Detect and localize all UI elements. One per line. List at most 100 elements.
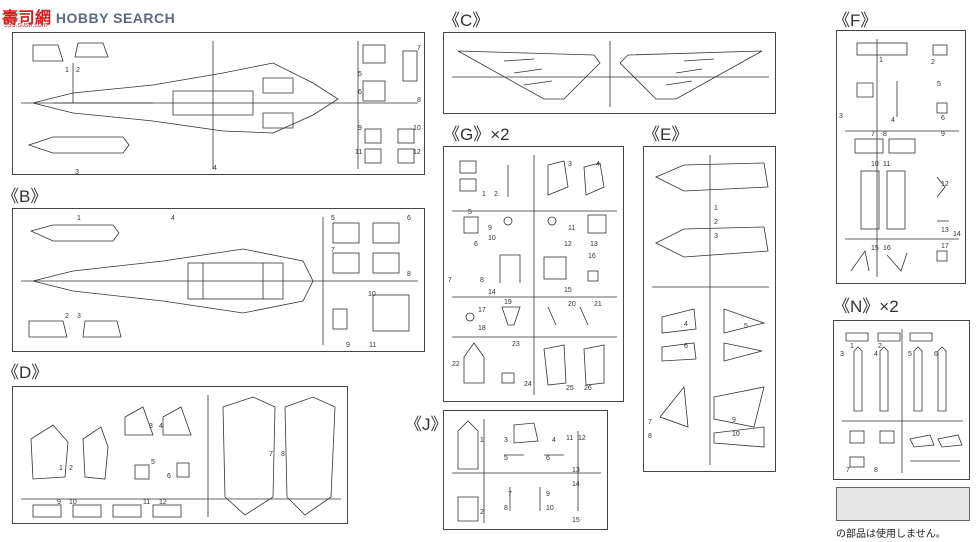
part-number: 2: [931, 59, 935, 66]
runner-n-label: 《N》×2: [833, 297, 899, 316]
part-number: 2: [480, 509, 484, 516]
part-number: 16: [588, 253, 596, 260]
part-number: 11: [566, 435, 574, 442]
part-number: 11: [568, 225, 576, 232]
part-number: 8: [407, 271, 411, 278]
part-number: 4: [171, 215, 175, 222]
part-number: 15: [572, 517, 580, 524]
part-number: 12: [564, 241, 572, 248]
runner-b-label: 《B》: [2, 187, 48, 206]
part-number: 9: [941, 131, 945, 138]
part-number: 9: [546, 491, 550, 498]
part-number: 2: [714, 219, 718, 226]
part-number: 23: [512, 341, 520, 348]
part-number: 3: [840, 351, 844, 358]
part-number: 3: [568, 161, 572, 168]
runner-c-parts: [452, 41, 769, 107]
part-number: 12: [159, 499, 167, 506]
part-number: 4: [874, 351, 878, 358]
runner-g-label: 《G》×2: [443, 125, 510, 144]
part-number: 10: [546, 505, 554, 512]
part-number: 8: [648, 433, 652, 440]
runner-d-frame: 1 2 3 4 5 6 7 8 9 10 11 12: [12, 386, 348, 524]
part-number: 9: [57, 499, 61, 506]
part-number: 5: [504, 455, 508, 462]
part-number: 10: [368, 291, 376, 298]
part-number: 17: [478, 307, 486, 314]
part-number: 7: [417, 45, 421, 52]
part-number: 4: [891, 117, 895, 124]
runner-j-parts: [452, 419, 601, 523]
part-number: 6: [358, 89, 362, 96]
runner-n-frame: 1 2 3 4 5 6 7 8: [833, 320, 970, 480]
part-number: 1: [714, 205, 718, 212]
part-number: 5: [908, 351, 912, 358]
part-number: 3: [714, 233, 718, 240]
part-number: 4: [552, 437, 556, 444]
part-number: 7: [331, 247, 335, 254]
part-number: 10: [732, 431, 740, 438]
part-number: 12: [941, 181, 949, 188]
part-number: 16: [883, 245, 891, 252]
part-number: 14: [572, 481, 580, 488]
part-number: 5: [151, 459, 155, 466]
part-number: 4: [596, 161, 600, 168]
part-number: 10: [69, 499, 77, 506]
part-number: 15: [871, 245, 879, 252]
part-number: 11: [883, 161, 891, 168]
part-number: 7: [846, 467, 850, 474]
runner-d-label: 《D》: [2, 363, 49, 382]
part-number: 14: [488, 289, 496, 296]
part-number: 1: [879, 57, 883, 64]
runner-e-parts: [652, 155, 769, 465]
part-number: 5: [744, 323, 748, 330]
watermark-logo: 壽司網 HOBBY SEARCH: [2, 10, 176, 27]
part-number: 9: [346, 342, 350, 349]
part-number: 8: [883, 131, 887, 138]
part-number: 2: [494, 191, 498, 198]
runner-f-label: 《F》: [833, 11, 878, 30]
runner-e-frame: 1 2 3 4 5 6 7 8 9 10: [643, 146, 776, 472]
part-number: 1: [850, 343, 854, 350]
part-number: 7: [648, 419, 652, 426]
runner-d-parts: [21, 395, 341, 518]
watermark-url: 999.sus0.com: [4, 22, 48, 29]
runner-g-parts: [452, 155, 617, 395]
part-number: 10: [413, 125, 421, 132]
runner-b-frame: 1 2 3 4 5 6 7 8 9 10 11: [12, 208, 425, 352]
part-number: 6: [474, 241, 478, 248]
part-number: 22: [452, 361, 460, 368]
unused-parts-swatch: [836, 487, 970, 521]
part-number: 10: [488, 235, 496, 242]
part-number: 6: [934, 351, 938, 358]
part-number: 12: [578, 435, 586, 442]
part-number: 6: [684, 343, 688, 350]
part-number: 11: [143, 499, 151, 506]
part-number: 12: [413, 149, 421, 156]
part-number: 3: [504, 437, 508, 444]
part-number: 3: [77, 313, 81, 320]
runner-c-frame: [443, 32, 776, 114]
part-number: 1: [77, 215, 81, 222]
part-number: 9: [488, 225, 492, 232]
part-number: 8: [874, 467, 878, 474]
part-number: 26: [584, 385, 592, 392]
part-number: 1: [59, 465, 63, 472]
part-number: 3: [839, 113, 843, 120]
part-number: 7: [269, 451, 273, 458]
part-number: 21: [594, 301, 602, 308]
runner-j-frame: 1 2 3 4 5 6 7 8 9 10 11 12 13 14 15: [443, 410, 608, 530]
part-number: 7: [871, 131, 875, 138]
part-number: 13: [572, 467, 580, 474]
part-number: 15: [564, 287, 572, 294]
part-number: 9: [358, 125, 362, 132]
part-number: 6: [546, 455, 550, 462]
part-number: 7: [508, 491, 512, 498]
part-number: 4: [159, 423, 163, 430]
part-number: 2: [76, 67, 80, 74]
part-number: 5: [937, 81, 941, 88]
runner-e-label: 《E》: [643, 125, 689, 144]
runner-f-frame: 1 2 3 4 5 6 7 8 9 10 11 12 13 14 15 16 1…: [836, 30, 966, 284]
part-number: 4: [213, 165, 217, 172]
runner-a-frame: 1 2 3 4 5 6 7 8 9 10 11 12: [12, 32, 425, 176]
